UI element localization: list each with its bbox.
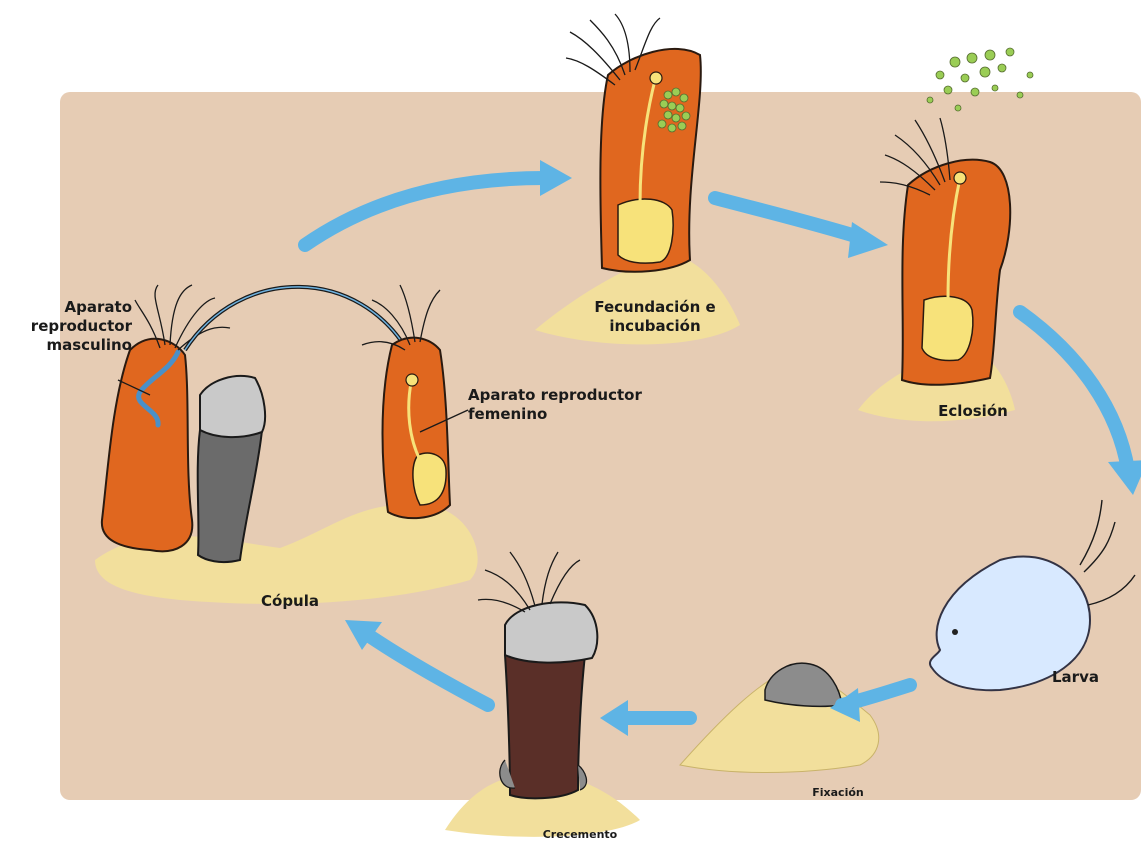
larva-eye — [952, 629, 958, 635]
growth-stalk — [505, 648, 585, 799]
label-fertilization: Fecundación e incubación — [575, 298, 735, 336]
label-hatching: Eclosión — [918, 402, 1028, 421]
hatching-ovary — [922, 296, 973, 360]
label-growth: Crecemento — [525, 828, 635, 842]
fertilization-ovary — [618, 199, 673, 263]
label-fixation: Fixación — [788, 786, 888, 800]
middle-barnacle-plates — [200, 376, 265, 437]
label-larva: Larva — [1052, 668, 1132, 687]
label-copula: Cópula — [230, 592, 350, 611]
label-male-reproductive-system: Aparato reproductor masculino — [0, 298, 132, 354]
growth-plates — [505, 602, 597, 662]
label-female-reproductive-system: Aparato reproductor femenino — [468, 386, 698, 424]
